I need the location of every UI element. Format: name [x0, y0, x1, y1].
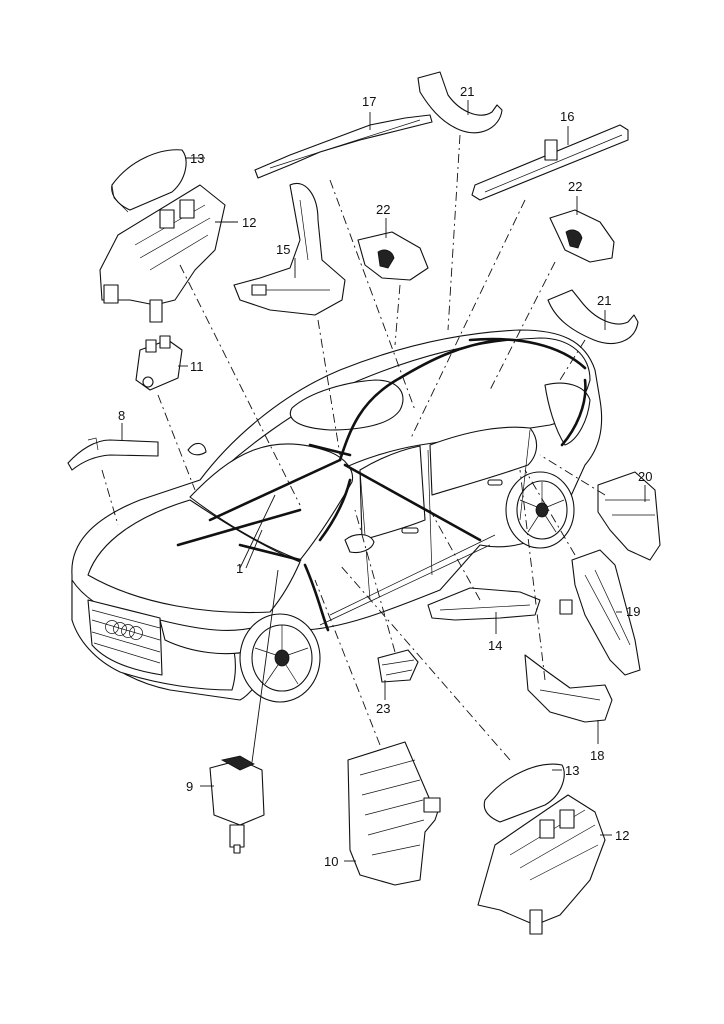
label-17: 17 [362, 94, 376, 109]
part-13-top-cover [111, 149, 187, 213]
label-23: 23 [376, 701, 390, 716]
part-20-module [597, 471, 661, 561]
part-12-bottom-fuse-box [477, 794, 606, 935]
front-wheel [239, 613, 321, 703]
part-13-bottom-cover [483, 763, 565, 823]
rear-window [544, 382, 591, 446]
part-23-clip [377, 649, 419, 683]
grille-bars [91, 609, 161, 664]
part-12-top-fuse-box [99, 184, 226, 323]
label-21-right: 21 [597, 293, 611, 308]
part-17-harness-channel [254, 114, 433, 179]
four-rings-logo [105, 620, 143, 640]
part-11-relay-carrier [135, 335, 183, 391]
label-16: 16 [560, 109, 574, 124]
label-8: 8 [118, 408, 125, 423]
part-21-right-channel [547, 289, 639, 344]
side-mirror [344, 534, 375, 554]
part-22-top-clip [357, 231, 429, 281]
label-leaders [121, 100, 646, 862]
label-14: 14 [488, 638, 502, 653]
front-side-window [359, 445, 426, 541]
part-10-control-unit [347, 741, 441, 886]
label-21-top: 21 [460, 84, 474, 99]
label-22-right: 22 [568, 179, 582, 194]
part-9-relay [209, 755, 265, 854]
wiring-harness-routing [176, 337, 587, 632]
part-21-top-channel [417, 71, 503, 134]
sunroof-panel [289, 379, 404, 431]
label-13-top: 13 [190, 151, 204, 166]
front-grille [87, 599, 163, 676]
label-15: 15 [276, 242, 290, 257]
dash-leaders [101, 134, 606, 761]
label-19: 19 [626, 604, 640, 619]
part-22-right-clip [549, 209, 615, 263]
label-12-bottom: 12 [615, 828, 629, 843]
label-13-bottom: 13 [565, 763, 579, 778]
part-19-long-bracket [559, 549, 641, 676]
part-labels: 13 12 11 8 15 17 21 16 22 22 21 20 19 14… [118, 84, 652, 869]
part-18-bracket [524, 654, 613, 723]
label-22-top: 22 [376, 202, 390, 217]
label-11: 11 [190, 359, 204, 374]
label-20: 20 [638, 469, 652, 484]
part-14-duct [427, 587, 541, 621]
label-1: 1 [236, 561, 243, 576]
label-9: 9 [186, 779, 193, 794]
rear-side-window [429, 426, 538, 496]
part-8-cable-guide [67, 437, 159, 471]
part-16-strip [471, 124, 629, 201]
part-15-bracket [233, 182, 346, 316]
label-10: 10 [324, 854, 338, 869]
label-18: 18 [590, 748, 604, 763]
hood [87, 499, 301, 614]
label-12-top: 12 [242, 215, 256, 230]
